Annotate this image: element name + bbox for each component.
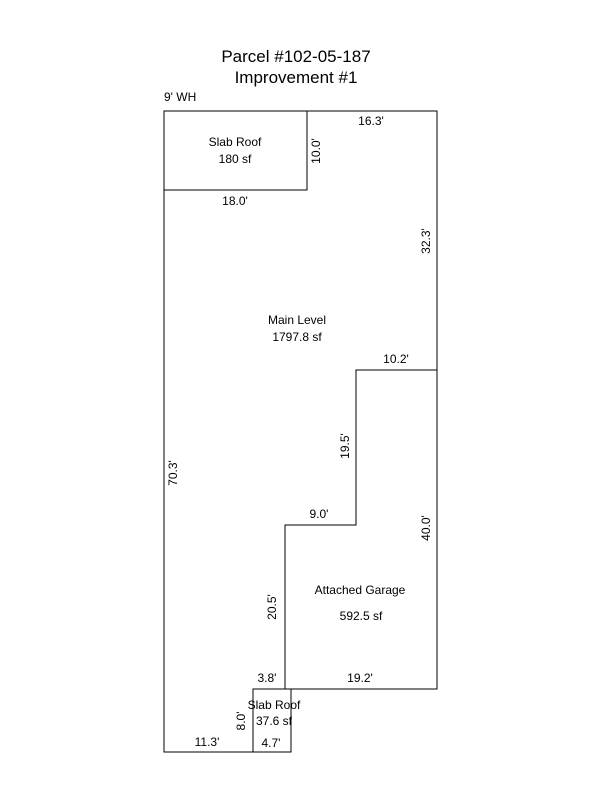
main-level-label: Main Level [268,313,326,327]
dim-left-side: 70.3' [166,460,180,486]
slab-roof-bottom-outline [252,688,291,752]
garage-area: 592.5 sf [340,609,383,623]
dim-right-lower: 40.0' [419,515,433,541]
dim-slab-top-height: 10.0' [309,138,323,164]
garage-step-line [284,369,437,690]
dim-garage-left: 20.5' [265,594,279,620]
dim-right-upper: 32.3' [419,228,433,254]
dim-step-vertical: 19.5' [338,433,352,459]
slab-roof-top-outline [164,111,308,191]
dim-top-right: 16.3' [358,114,384,128]
slab-roof-bottom-label: Slab Roof [248,698,301,712]
dim-small-step: 3.8' [258,671,277,685]
parcel-title: Parcel #102-05-187 [221,47,370,66]
dim-slab-bottom-height: 8.0' [234,712,248,731]
dim-slab-bottom-width: 4.7' [262,736,281,750]
dim-slab-top-width: 18.0' [222,194,248,208]
dim-garage-bottom: 19.2' [347,671,373,685]
wall-height-note: 9' WH [164,90,196,104]
slab-roof-top-area: 180 sf [219,152,252,166]
main-outline [163,110,438,753]
dim-bottom-left: 11.3' [195,735,220,749]
slab-roof-top-label: Slab Roof [209,135,262,149]
dim-step-middle: 9.0' [310,507,329,521]
dim-step-top: 10.2' [383,352,409,366]
slab-roof-bottom-area: 37.6 sf [256,714,293,728]
improvement-title: Improvement #1 [235,68,358,87]
garage-label: Attached Garage [315,583,406,597]
main-level-area: 1797.8 sf [272,330,322,344]
